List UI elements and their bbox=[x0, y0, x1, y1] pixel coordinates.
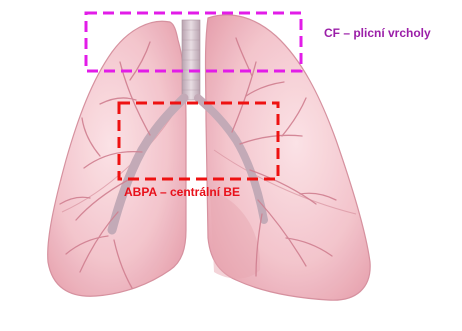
left-lung bbox=[48, 21, 186, 296]
cf-label: CF – plicní vrcholy bbox=[324, 26, 431, 40]
abpa-label: ABPA – centrální BE bbox=[124, 185, 240, 199]
